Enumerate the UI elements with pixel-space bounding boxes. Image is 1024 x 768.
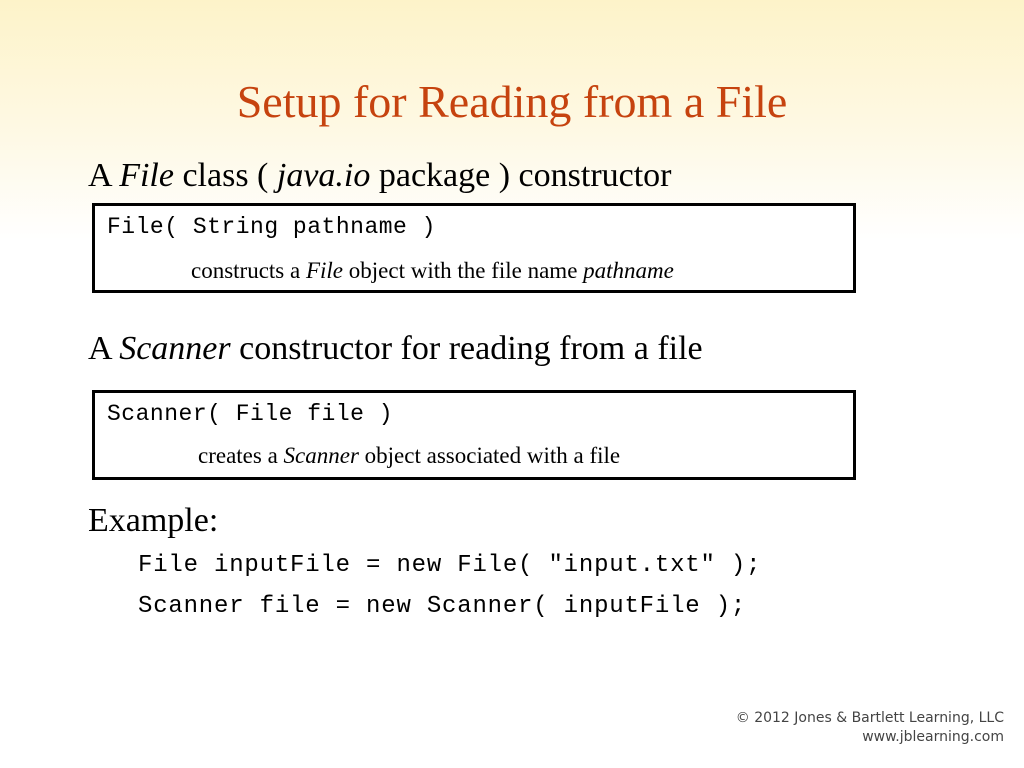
file-class-name: File bbox=[119, 157, 174, 194]
copyright-notice: © 2012 Jones & Bartlett Learning, LLC bbox=[735, 710, 1004, 726]
heading-article: A bbox=[88, 157, 111, 194]
desc-scanner: Scanner bbox=[283, 443, 359, 468]
scanner-constructor-box: Scanner( File file ) creates a Scanner o… bbox=[92, 390, 856, 480]
desc-param: pathname bbox=[583, 258, 674, 283]
file-constructor-heading: A File class ( java.io package ) constru… bbox=[88, 155, 672, 197]
slide-title: Setup for Reading from a File bbox=[236, 76, 788, 127]
desc-mid: object with the file name bbox=[348, 258, 578, 283]
scanner-constructor-heading: A Scanner constructor for reading from a… bbox=[88, 328, 703, 370]
heading-article: A bbox=[88, 330, 111, 367]
publisher-url: www.jblearning.com bbox=[862, 729, 1004, 745]
scanner-constructor-description: creates a Scanner object associated with… bbox=[198, 443, 620, 469]
desc-pre: constructs a bbox=[191, 258, 301, 283]
example-label: Example: bbox=[88, 502, 219, 539]
desc-file: File bbox=[305, 258, 344, 283]
file-constructor-signature: File( String pathname ) bbox=[107, 214, 436, 240]
heading-rest: package ) constructor bbox=[378, 157, 672, 194]
scanner-class-name: Scanner bbox=[119, 330, 231, 367]
scanner-constructor-signature: Scanner( File file ) bbox=[107, 401, 394, 427]
example-code-line-2: Scanner file = new Scanner( inputFile ); bbox=[138, 593, 747, 620]
example-code-line-1: File inputFile = new File( "input.txt" )… bbox=[138, 552, 762, 579]
heading-rest: constructor for reading from a file bbox=[239, 330, 703, 367]
package-name: java.io bbox=[276, 157, 371, 194]
file-constructor-box: File( String pathname ) constructs a Fil… bbox=[92, 203, 856, 293]
file-constructor-description: constructs a File object with the file n… bbox=[191, 258, 674, 284]
desc-pre: creates a bbox=[198, 443, 278, 468]
class-open-text: class ( bbox=[182, 157, 269, 194]
desc-rest: object associated with a file bbox=[364, 443, 621, 468]
